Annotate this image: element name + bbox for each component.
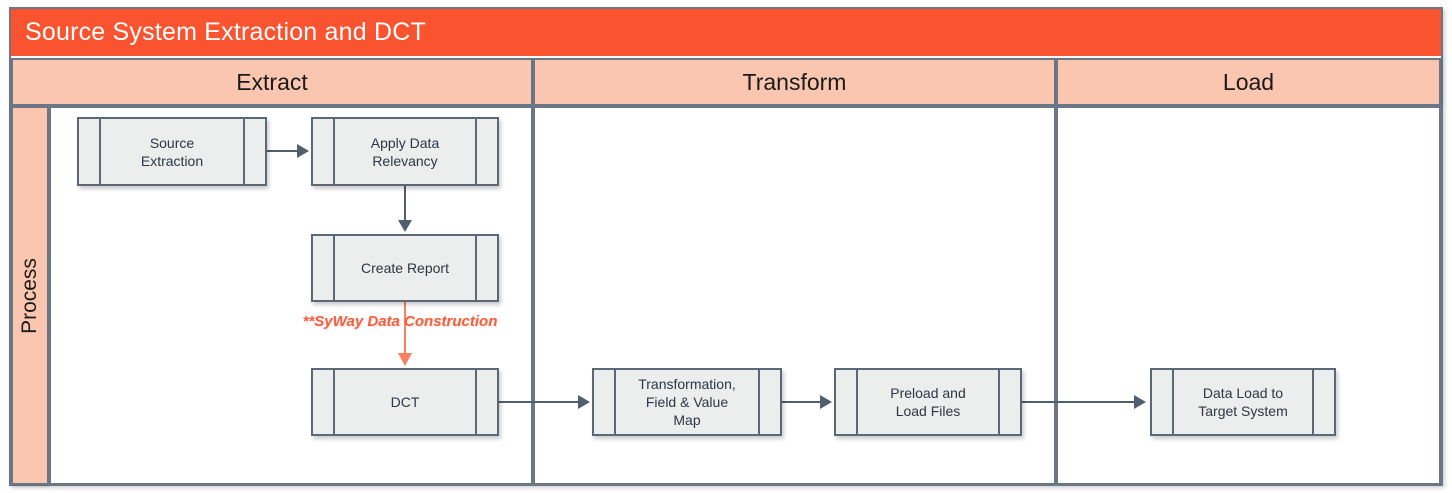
process-node-transformation-field-value-map[interactable]: Transformation, Field & Value Map [592, 368, 782, 436]
process-node-apply-data-relevancy[interactable]: Apply Data Relevancy [311, 117, 499, 186]
edge-preload-to-dataload-line [1022, 401, 1136, 403]
annotation-syway-data-construction: **SyWay Data Construction [302, 313, 498, 330]
predefined-process-bar-left [333, 370, 335, 434]
edge-source-to-relevancy-line [267, 150, 299, 152]
predefined-process-bar-right [758, 370, 760, 434]
predefined-process-bar-right [475, 370, 477, 434]
predefined-process-bar-right [243, 119, 245, 184]
process-node-label: Data Load to Target System [1198, 385, 1288, 419]
edge-report-to-dct-line [404, 302, 406, 356]
edge-dct-to-transform-arrowhead [578, 395, 590, 409]
process-node-label: Transformation, Field & Value Map [638, 376, 736, 428]
phase-label-load: Load [1222, 68, 1275, 95]
process-node-dct[interactable]: DCT [311, 368, 499, 436]
process-node-label: Preload and Load Files [890, 385, 966, 419]
page-title: Source System Extraction and DCT [25, 18, 426, 46]
predefined-process-bar-left [333, 236, 335, 300]
phase-header-extract: Extract [11, 58, 533, 106]
phase-label-transform: Transform [742, 68, 847, 95]
process-node-source-extraction[interactable]: Source Extraction [77, 117, 267, 186]
process-node-label: Create Report [361, 260, 449, 276]
predefined-process-bar-right [475, 236, 477, 300]
predefined-process-bar-right [998, 370, 1000, 434]
edge-relevancy-to-report-line [404, 186, 406, 222]
process-node-label: Source Extraction [140, 134, 204, 169]
edge-report-to-dct-arrowhead [398, 353, 412, 366]
process-node-create-report[interactable]: Create Report [311, 234, 499, 302]
lane-label-process: Process [11, 106, 49, 485]
edge-dct-to-transform-line [499, 401, 580, 403]
predefined-process-bar-left [1172, 370, 1174, 434]
phase-header-load: Load [1056, 58, 1441, 106]
edge-relevancy-to-report-arrowhead [398, 220, 412, 232]
predefined-process-bar-left [333, 119, 335, 184]
edge-preload-to-dataload-arrowhead [1134, 395, 1146, 409]
edge-source-to-relevancy-arrowhead [297, 144, 309, 158]
phase-label-extract: Extract [236, 68, 308, 95]
phase-header-transform: Transform [533, 58, 1056, 106]
predefined-process-bar-left [856, 370, 858, 434]
predefined-process-bar-right [475, 119, 477, 184]
process-node-label: Apply Data Relevancy [370, 134, 440, 169]
diagram-frame [9, 7, 1443, 486]
process-node-data-load-to-target-system[interactable]: Data Load to Target System [1150, 368, 1336, 436]
edge-transform-to-preload-arrowhead [820, 395, 832, 409]
predefined-process-bar-right [1312, 370, 1314, 434]
process-node-label: DCT [390, 394, 420, 410]
process-node-preload-and-load-files[interactable]: Preload and Load Files [834, 368, 1022, 436]
lane-label-text: Process [18, 257, 42, 334]
predefined-process-bar-left [614, 370, 616, 434]
edge-transform-to-preload-line [782, 401, 822, 403]
diagram-title-bar: Source System Extraction and DCT [11, 9, 1441, 56]
predefined-process-bar-left [99, 119, 101, 184]
